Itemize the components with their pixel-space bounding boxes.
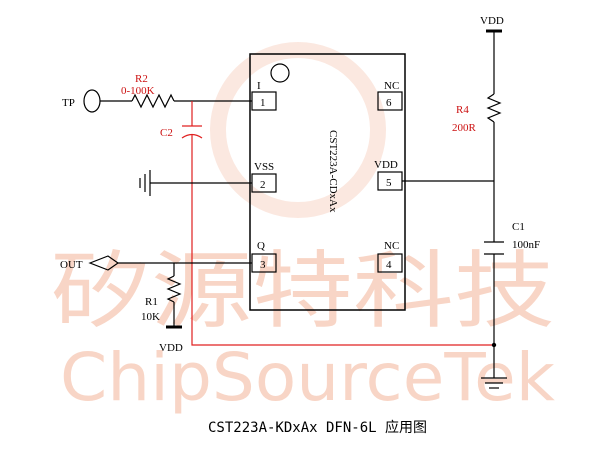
r4-resistor bbox=[486, 93, 502, 123]
vdd-bottom-label: VDD bbox=[159, 342, 183, 354]
pin1-number: 1 bbox=[260, 97, 266, 109]
vdd-top-label: VDD bbox=[480, 15, 504, 27]
pin5-number: 5 bbox=[386, 177, 392, 189]
pin6-box bbox=[377, 91, 403, 111]
c1-value: 100nF bbox=[512, 239, 540, 251]
pin5-name: VDD bbox=[374, 159, 398, 171]
r1-name: R1 bbox=[145, 296, 158, 308]
r1-value: 10K bbox=[141, 311, 160, 323]
r1-resistor bbox=[166, 275, 182, 303]
pin4-name: NC bbox=[384, 240, 399, 252]
r4-value: 200R bbox=[452, 122, 477, 134]
r2-name: R2 bbox=[135, 73, 148, 85]
chip-name: CST223A-CDxAx bbox=[327, 130, 339, 213]
pin3-name: Q bbox=[257, 240, 265, 252]
pin6-name: NC bbox=[384, 80, 399, 92]
pin2-number: 2 bbox=[260, 179, 266, 191]
watermark-logo-ring bbox=[210, 42, 386, 218]
c2-ground-wire bbox=[191, 134, 496, 346]
pin1-name: I bbox=[257, 80, 261, 92]
ground-junction bbox=[491, 342, 497, 348]
r2-resistor bbox=[131, 93, 175, 109]
pin6-number: 6 bbox=[386, 97, 392, 109]
pin4-number: 4 bbox=[386, 259, 392, 271]
r4-name: R4 bbox=[456, 104, 469, 116]
c1-name: C1 bbox=[512, 221, 525, 233]
c2-name: C2 bbox=[160, 127, 173, 139]
pin1-marker bbox=[270, 63, 290, 83]
tp-pad bbox=[83, 89, 101, 113]
watermark: 矽源特科技 ChipSourceTek bbox=[50, 42, 556, 416]
caption: CST223A-KDxAx DFN-6L 应用图 bbox=[208, 419, 427, 436]
chip-body bbox=[249, 53, 406, 311]
pin2-name: VSS bbox=[254, 161, 274, 173]
out-label: OUT bbox=[60, 259, 83, 271]
pin4-box bbox=[377, 253, 403, 273]
tp-label: TP bbox=[62, 97, 75, 109]
watermark-en: ChipSourceTek bbox=[60, 339, 556, 416]
watermark-cn: 矽源特科技 bbox=[50, 242, 555, 340]
pin3-number: 3 bbox=[260, 259, 266, 271]
r2-value: 0-100K bbox=[121, 85, 155, 97]
